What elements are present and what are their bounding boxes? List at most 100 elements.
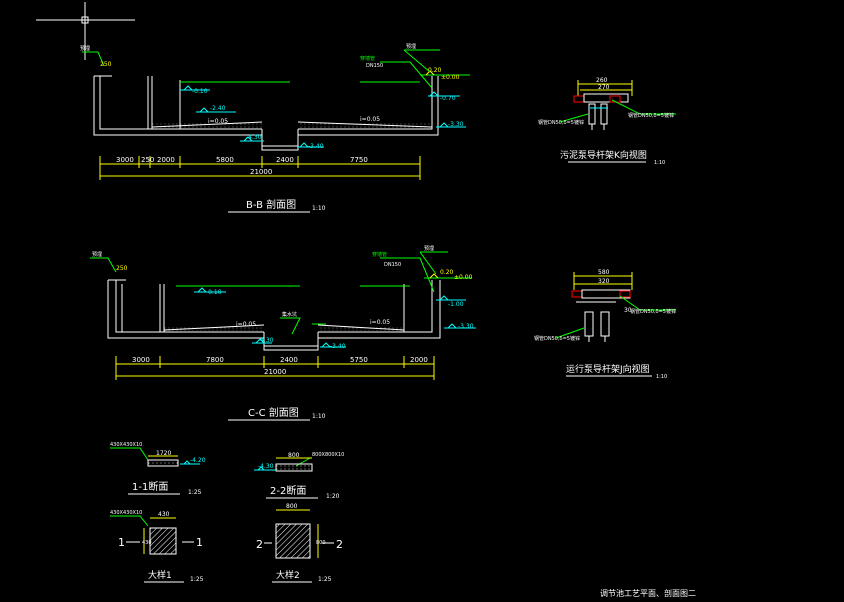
cc-dimension-chain: 3000 7800 2400 5750 2000 21000 bbox=[115, 356, 435, 380]
svg-text:1: 1 bbox=[196, 536, 203, 549]
svg-text:1:20: 1:20 bbox=[326, 493, 340, 500]
svg-text:-3.30: -3.30 bbox=[448, 121, 464, 128]
svg-text:预埋: 预埋 bbox=[424, 245, 434, 252]
svg-text:钢管DN50,δ=5镀锌: 钢管DN50,δ=5镀锌 bbox=[628, 112, 674, 119]
svg-text:5750: 5750 bbox=[350, 356, 368, 364]
svg-text:预埋: 预埋 bbox=[80, 45, 90, 52]
svg-text:集水坑: 集水坑 bbox=[282, 311, 297, 318]
sheet-caption: 调节池工艺平面、剖面图二 bbox=[600, 588, 696, 598]
svg-text:DN150: DN150 bbox=[366, 63, 383, 69]
bb-pipe-leader bbox=[380, 61, 433, 89]
svg-text:钢管DN50,δ=5镀锌: 钢管DN50,δ=5镀锌 bbox=[630, 308, 676, 315]
svg-text:430: 430 bbox=[142, 540, 152, 546]
svg-text:800: 800 bbox=[286, 503, 298, 510]
section-2-2: 800X800X10 800 -4.30 2-2断面 1:20 bbox=[254, 452, 344, 500]
svg-text:-0.70: -0.70 bbox=[440, 95, 456, 102]
svg-text:2400: 2400 bbox=[276, 156, 294, 164]
bb-slope-left: i=0.05 bbox=[208, 118, 228, 125]
svg-text:-4.30: -4.30 bbox=[258, 337, 274, 344]
svg-text:7800: 7800 bbox=[206, 356, 224, 364]
cc-pipe-leader bbox=[380, 257, 435, 293]
svg-text:-0.10: -0.10 bbox=[206, 289, 222, 296]
svg-text:穿墙管: 穿墙管 bbox=[372, 251, 387, 258]
svg-text:2: 2 bbox=[256, 538, 263, 551]
svg-text:-1.00: -1.00 bbox=[448, 301, 464, 308]
bb-level-010: -0.10 bbox=[180, 85, 210, 95]
svg-text:±0.00: ±0.00 bbox=[441, 74, 460, 81]
svg-text:2000: 2000 bbox=[410, 356, 428, 364]
svg-text:1: 1 bbox=[118, 536, 125, 549]
cc-level-430: -4.30 bbox=[252, 337, 274, 344]
svg-text:800: 800 bbox=[288, 452, 300, 459]
svg-text:430X430X10: 430X430X10 bbox=[110, 442, 142, 448]
svg-text:30: 30 bbox=[624, 307, 632, 314]
pit2-title: 大样2 bbox=[276, 569, 300, 581]
bb-slope-right: i=0.05 bbox=[360, 116, 380, 123]
detail-sludge-pump-rack: 260 270 钢管DN50,δ=5镀锌 钢管DN50,δ=5镀锌 污泥泵导杆架… bbox=[538, 77, 676, 166]
svg-text:-2.40: -2.40 bbox=[210, 105, 226, 112]
operation-note-left: 钢管DN50,δ=5镀锌 bbox=[534, 335, 580, 342]
svg-text:5800: 5800 bbox=[216, 156, 234, 164]
svg-text:±0.00: ±0.00 bbox=[454, 274, 473, 281]
cc-level-100: -1.00 bbox=[436, 295, 466, 308]
svg-text:7750: 7750 bbox=[350, 156, 368, 164]
svg-text:-0.10: -0.10 bbox=[192, 88, 208, 95]
svg-text:270: 270 bbox=[598, 84, 610, 91]
cc-level-340: -3.40 bbox=[320, 342, 346, 350]
bb-tank-outline bbox=[93, 76, 439, 151]
svg-text:2000: 2000 bbox=[157, 156, 175, 164]
cc-tank-outline bbox=[107, 280, 441, 351]
cc-level-330: -3.30 bbox=[444, 323, 476, 330]
section-cc: 0.20 ±0.00 -1.00 -0.10 -3.30 -4.30 -3.40… bbox=[90, 245, 476, 421]
svg-text:1:25: 1:25 bbox=[190, 576, 204, 583]
svg-text:800: 800 bbox=[316, 540, 326, 546]
svg-text:1:10: 1:10 bbox=[654, 160, 665, 166]
svg-text:-3.30: -3.30 bbox=[458, 323, 474, 330]
section-bb: 0.20 ±0.00 -0.70 -0.10 -2.40 -3.30 -4.30… bbox=[80, 43, 470, 213]
svg-text:-4.30: -4.30 bbox=[258, 463, 274, 470]
sludge-title: 污泥泵导杆架K向视图 bbox=[560, 149, 647, 161]
svg-text:800X800X10: 800X800X10 bbox=[312, 452, 344, 458]
bb-dimension-chain: 3000 250 2000 5800 2400 7750 21000 bbox=[99, 156, 421, 180]
bb-tank-inner bbox=[99, 76, 433, 130]
svg-text:预埋: 预埋 bbox=[406, 43, 416, 50]
sludge-note-left: 钢管DN50,δ=5镀锌 bbox=[538, 119, 584, 126]
pit-detail-1: 430X430X10 430 430 1 1 大样1 1:25 bbox=[110, 510, 204, 583]
operation-title: 运行泵导杆架J向视图 bbox=[566, 363, 650, 375]
bb-level-340: -3.40 bbox=[298, 142, 324, 150]
svg-text:2: 2 bbox=[336, 538, 343, 551]
svg-text:1720: 1720 bbox=[156, 450, 171, 457]
bb-level-430: -4.30 bbox=[240, 134, 264, 142]
svg-text:580: 580 bbox=[598, 269, 610, 276]
svg-text:i=0.05: i=0.05 bbox=[236, 321, 256, 328]
cc-level-010: -0.10 bbox=[194, 287, 226, 296]
pit1-title: 大样1 bbox=[148, 569, 172, 581]
cc-level-top: 0.20 ±0.00 bbox=[424, 269, 473, 281]
svg-text:1:25: 1:25 bbox=[188, 489, 202, 496]
svg-text:21000: 21000 bbox=[250, 168, 272, 176]
svg-text:430: 430 bbox=[158, 511, 170, 518]
svg-text:预埋: 预埋 bbox=[92, 251, 102, 258]
svg-text:250: 250 bbox=[141, 156, 154, 164]
section-11-title: 1-1断面 bbox=[132, 480, 168, 493]
svg-text:-4.30: -4.30 bbox=[246, 134, 262, 141]
svg-text:21000: 21000 bbox=[264, 368, 286, 376]
svg-text:250: 250 bbox=[116, 265, 128, 272]
section-22-title: 2-2断面 bbox=[270, 484, 306, 497]
svg-text:0.20: 0.20 bbox=[440, 269, 454, 276]
svg-text:1:10: 1:10 bbox=[312, 205, 326, 212]
svg-text:-3.40: -3.40 bbox=[308, 143, 324, 150]
svg-text:DN150: DN150 bbox=[384, 262, 401, 268]
cc-title: C-C 剖面图 bbox=[248, 406, 299, 419]
svg-text:1:25: 1:25 bbox=[318, 576, 332, 583]
bb-level-330: -3.30 bbox=[436, 121, 466, 128]
bb-level-070: -0.70 bbox=[428, 91, 460, 102]
section-1-1: 430X430X10 1720 -4.20 1-1断面 1:25 bbox=[110, 442, 206, 496]
svg-text:i=0.05: i=0.05 bbox=[370, 319, 390, 326]
detail-operation-pump-rack: 580 320 30 钢管DN50,δ=5镀锌 钢管DN50,δ=5镀锌 运行泵… bbox=[534, 269, 676, 380]
svg-text:3000: 3000 bbox=[132, 356, 150, 364]
svg-text:1:10: 1:10 bbox=[656, 374, 667, 380]
bb-level-top: 0.20 ±0.00 bbox=[420, 67, 470, 81]
svg-text:-3.40: -3.40 bbox=[330, 343, 346, 350]
